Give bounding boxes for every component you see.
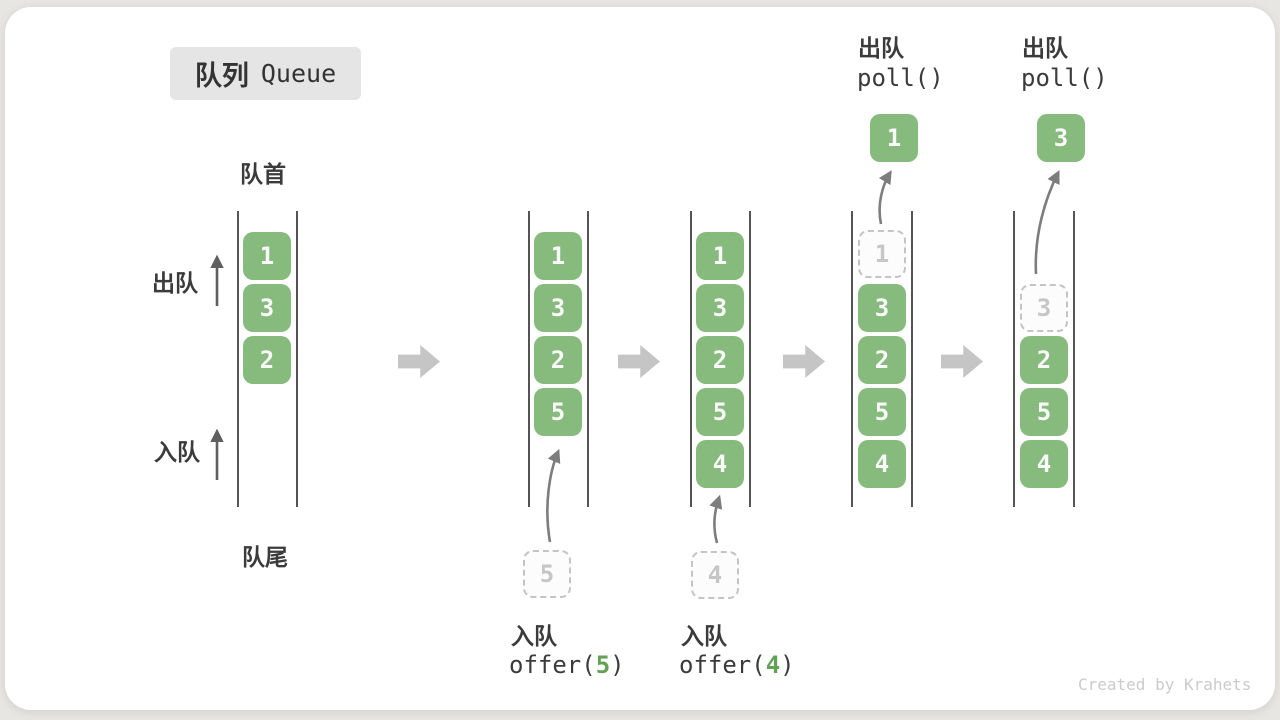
queue-slot: 1 [243, 232, 291, 280]
title-badge: 队列 Queue [170, 47, 361, 100]
queue-wall-left [1013, 211, 1015, 507]
queue-slot: 3 [696, 284, 744, 332]
op-code-label: poll() [857, 64, 944, 92]
op-code-arg: 5 [595, 651, 611, 679]
removed-slot: 1 [858, 230, 906, 278]
queue-wall-left [851, 211, 853, 507]
queue-wall-left [237, 211, 239, 507]
queue-wall-left [528, 211, 530, 507]
queue-slot: 2 [696, 336, 744, 384]
queue-slot: 3 [858, 284, 906, 332]
queue-slot: 5 [1020, 388, 1068, 436]
queue-slot: 5 [696, 388, 744, 436]
queue-slot: 5 [858, 388, 906, 436]
queue-slot: 4 [696, 440, 744, 488]
op-code-arg: 4 [765, 651, 781, 679]
label-enqueue-direction: 入队 [154, 439, 200, 465]
queue-slot: 1 [534, 232, 582, 280]
queue-slot: 1 [696, 232, 744, 280]
queue-wall-right [911, 211, 913, 507]
op-action-label: 出队 [1022, 35, 1068, 61]
queue-slot: 3 [534, 284, 582, 332]
queue-slot: 2 [243, 336, 291, 384]
incoming-value-box: 4 [691, 551, 739, 599]
title-zh: 队列 [194, 61, 249, 91]
queue-wall-right [1073, 211, 1075, 507]
queue-slot: 4 [1020, 440, 1068, 488]
op-action-label: 入队 [511, 623, 557, 649]
incoming-value-box: 5 [523, 550, 571, 598]
queue-wall-left [690, 211, 692, 507]
queue-slot: 2 [858, 336, 906, 384]
queue-slot: 2 [1020, 336, 1068, 384]
popped-value-box: 3 [1037, 114, 1085, 162]
queue-wall-right [587, 211, 589, 507]
op-action-label: 入队 [681, 623, 727, 649]
queue-slot: 4 [858, 440, 906, 488]
op-code-label: offer(5) [509, 651, 625, 679]
queue-slot: 3 [243, 284, 291, 332]
popped-value-box: 1 [870, 114, 918, 162]
watermark: Created by Krahets [1078, 675, 1252, 694]
queue-slot: 2 [534, 336, 582, 384]
op-code-label: poll() [1021, 64, 1108, 92]
op-action-label: 出队 [858, 35, 904, 61]
label-queue-rear: 队尾 [242, 544, 288, 570]
queue-wall-right [749, 211, 751, 507]
op-code-label: offer(4) [679, 651, 795, 679]
label-queue-front: 队首 [240, 161, 286, 187]
queue-wall-right [296, 211, 298, 507]
title-en: Queue [260, 59, 337, 88]
label-dequeue-direction: 出队 [152, 270, 198, 296]
removed-slot: 3 [1020, 284, 1068, 332]
queue-slot: 5 [534, 388, 582, 436]
